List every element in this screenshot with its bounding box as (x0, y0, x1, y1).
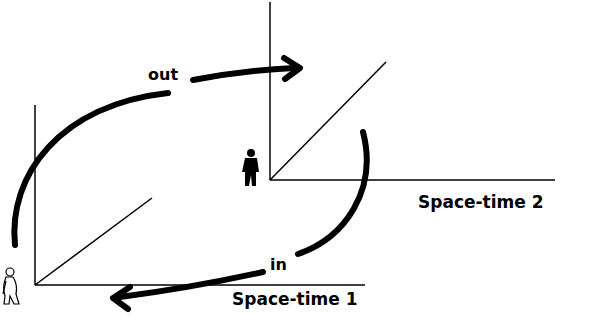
space-label: Space-time 1 (232, 290, 358, 310)
space-label: Space-time 2 (418, 193, 544, 213)
in-arrow (113, 132, 367, 309)
out-arrow (14, 58, 300, 245)
arrow-label: in (270, 256, 287, 274)
arrow-label: out (148, 66, 178, 84)
ape-figure (3, 268, 19, 304)
axes-1 (35, 105, 365, 285)
axes-2 (270, 2, 555, 180)
human-figure (242, 149, 259, 186)
